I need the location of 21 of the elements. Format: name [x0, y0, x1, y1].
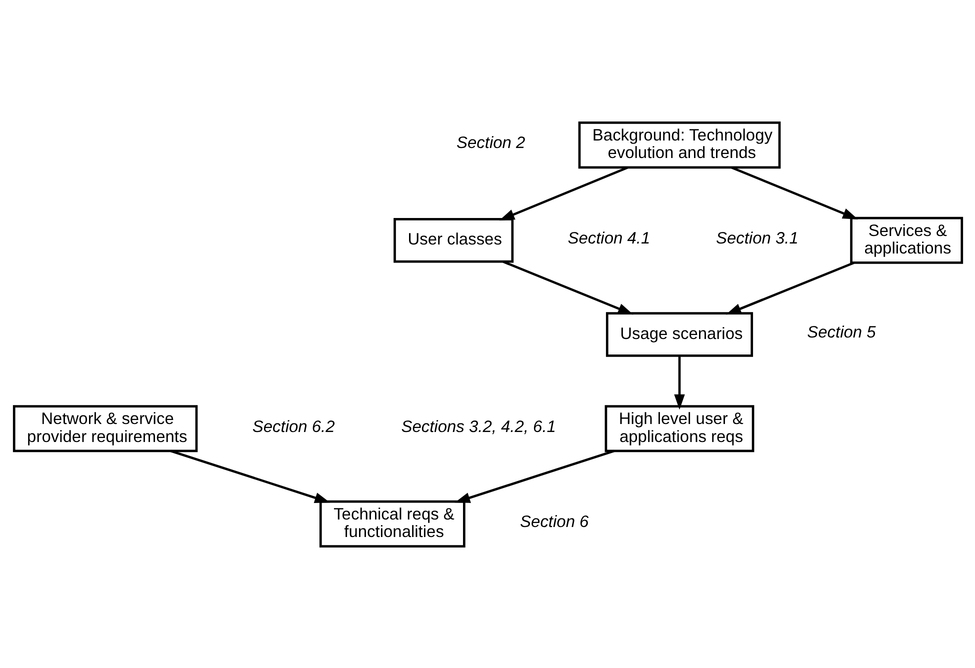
- arrow: [170, 449, 330, 502]
- node-label: Section 2: [456, 134, 525, 152]
- arrow: [725, 261, 854, 314]
- node-box: High level user & applications reqs: [604, 404, 754, 452]
- arrow: [502, 260, 633, 314]
- node-box: Services & applications: [850, 216, 963, 264]
- node-box: Network & service provider requirements: [12, 404, 198, 452]
- arrow: [498, 166, 628, 220]
- node-label: Section 6.2: [252, 417, 334, 436]
- node-label: Section 6: [520, 512, 588, 531]
- node-label: Section 4.1: [567, 229, 650, 248]
- node-box: Usage scenarios: [605, 312, 753, 356]
- node-label: Section 3.1: [715, 229, 798, 248]
- arrow: [454, 449, 614, 502]
- node-label: Sections 3.2, 4.2, 6.1: [400, 417, 556, 436]
- node-label: Section 5: [806, 323, 876, 342]
- node-box: Technical reqs & functionalities: [318, 500, 465, 547]
- node-box: Background: Technology evolution and trends: [578, 121, 780, 168]
- arrow: [674, 356, 684, 410]
- node-box: User classes: [393, 218, 514, 262]
- arrow: [730, 166, 858, 219]
